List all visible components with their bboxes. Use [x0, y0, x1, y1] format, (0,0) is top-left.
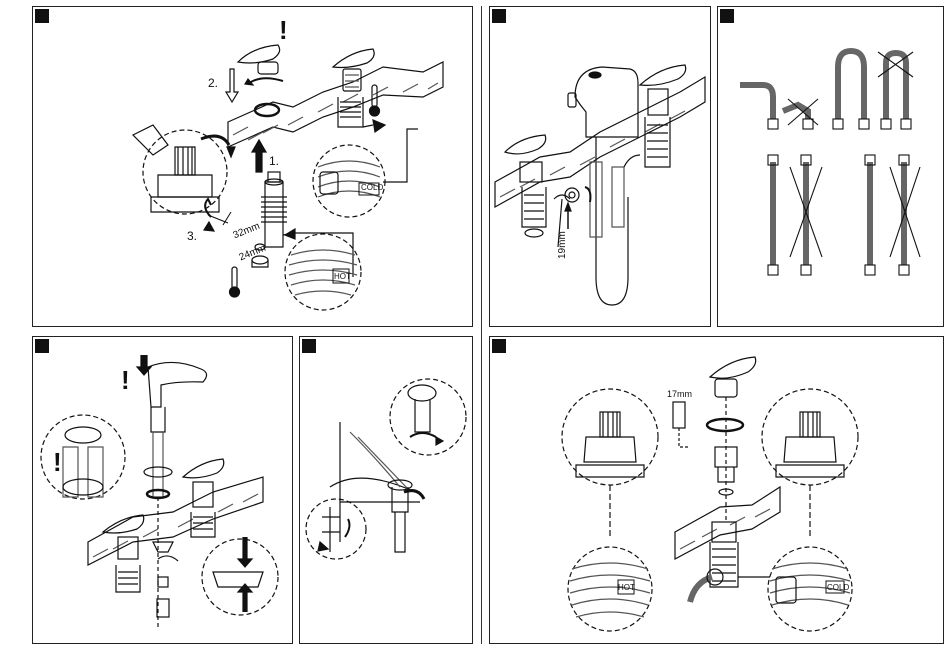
step-2-label: 2.: [208, 77, 218, 89]
handle-right: [640, 65, 686, 85]
cold-label: COLD: [827, 583, 849, 593]
panel-drain-assembly: [299, 336, 473, 644]
thermometer-cold-icon: [372, 85, 377, 107]
handle-left: [505, 135, 546, 154]
spout-mounting-illustration: [33, 337, 293, 644]
cold-label: COLD: [361, 183, 383, 193]
step-1-label: 1.: [269, 155, 279, 167]
handle-top: [710, 357, 756, 378]
handle-top: [238, 45, 280, 63]
panel-cartridge-replacement: 17mm HOT COLD: [489, 336, 944, 644]
detail-circle-spindle: [143, 130, 227, 214]
screwdriver: [133, 125, 168, 155]
hose-loop-wrong: [886, 53, 906, 119]
dimension-19mm: 19mm: [558, 231, 568, 259]
hose-loop-correct: [838, 51, 864, 119]
hot-label: HOT: [334, 272, 351, 282]
cartridge-replacement-illustration: [490, 337, 944, 644]
valve-assembly-illustration: [33, 7, 473, 327]
hose-bent-correct: [740, 85, 773, 119]
page-divider: [481, 6, 482, 644]
detail-circle-hot: [568, 547, 652, 631]
hose-guidelines-illustration: [718, 7, 944, 327]
o-ring: [707, 419, 743, 431]
panel-hose-guidelines: [717, 6, 944, 327]
arrow-1: [252, 140, 266, 172]
valve-body: [265, 182, 283, 247]
faucet-icon: [148, 362, 207, 407]
warning-icon: !: [121, 367, 130, 393]
warning-icon: !: [53, 449, 62, 475]
warning-icon: !: [279, 17, 288, 43]
handle-cap: [258, 62, 278, 74]
panel-valve-assembly: ! 2. 1. 3. 32mm 24mm COLD HOT: [32, 6, 473, 327]
detail-circle-clip: [202, 539, 278, 615]
panel-spout-mounting: ! !: [32, 336, 293, 644]
detail-circle-linkage: [306, 499, 366, 559]
drain-assembly-illustration: [300, 337, 473, 644]
hose-icon: [690, 577, 712, 602]
panel-hose-connection: 19mm: [489, 6, 711, 327]
thermometer-hot-icon: [232, 267, 237, 289]
handle-right: [333, 49, 374, 68]
o-ring: [147, 490, 169, 498]
connector-nut: [565, 188, 579, 202]
step-3-label: 3.: [187, 230, 197, 242]
wrench-icon: [673, 402, 685, 428]
o-ring: [255, 104, 279, 116]
arrow-2: [226, 69, 238, 102]
handle-right: [183, 459, 224, 478]
counter-slab: [675, 487, 780, 559]
detail-circle-plug: [390, 379, 466, 455]
hose-connection-illustration: [490, 7, 711, 327]
hose-kinked-wrong: [783, 105, 808, 119]
dimension-17mm: 17mm: [667, 389, 692, 399]
faucet-icon: [575, 67, 638, 137]
hot-label: HOT: [618, 583, 635, 593]
nut-bottom: [157, 599, 169, 617]
counter-slab: [495, 77, 705, 207]
counter-slab: [88, 477, 263, 565]
